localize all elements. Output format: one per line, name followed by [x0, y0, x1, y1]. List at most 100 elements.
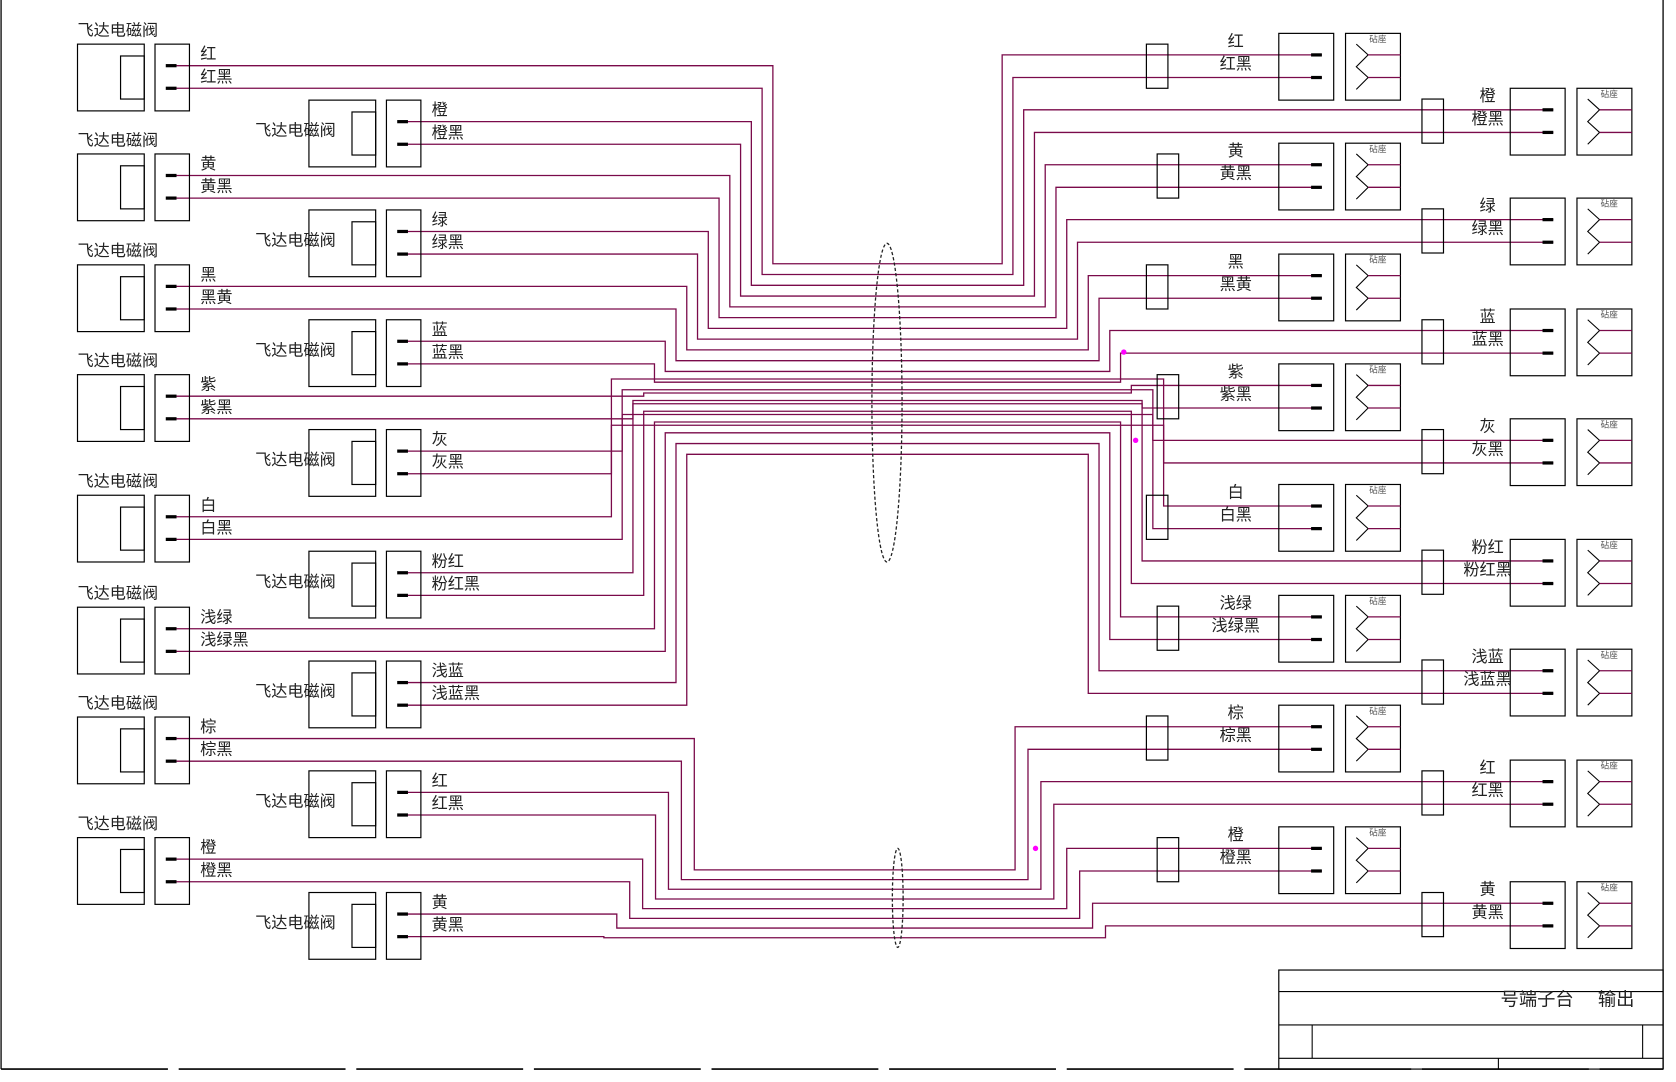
socket-contact-icon [1355, 43, 1369, 90]
connector-socket [1145, 253, 1402, 322]
valve-name-label: 飞达电磁阀 [78, 472, 159, 491]
solenoid-valve [76, 837, 191, 905]
wire-run [176, 297, 1322, 362]
wire-label: 橙 [1228, 825, 1244, 844]
valve-name-label: 飞达电磁阀 [255, 913, 336, 932]
connector-body [1509, 197, 1566, 266]
wire-label: 橙 [200, 838, 216, 857]
valve-coil [119, 848, 145, 894]
wire-label: 橙黑 [432, 123, 464, 142]
solenoid-valve [76, 374, 191, 443]
anvil-socket [1576, 538, 1633, 607]
valve-coil [119, 276, 145, 321]
connector-socket [1145, 704, 1402, 773]
socket-contact-icon [1586, 429, 1601, 476]
ferrule [1156, 153, 1180, 199]
wire-label: 红黑 [1472, 781, 1504, 800]
ferrule [1156, 374, 1180, 420]
valve-name-label: 飞达电磁阀 [255, 791, 336, 810]
solenoid-valve [76, 43, 191, 112]
wire-label: 黄 [200, 154, 216, 173]
valve-name-label: 飞达电磁阀 [255, 230, 336, 249]
valve-coil [351, 562, 377, 607]
wire-label: 棕黑 [1220, 726, 1252, 745]
connector-socket [1145, 32, 1402, 101]
valve-body [76, 374, 145, 443]
solenoid-valve [308, 319, 422, 388]
wire-label: 浅绿黑 [200, 630, 248, 649]
ferrule [1145, 494, 1169, 540]
ferrule [1421, 319, 1445, 365]
socket-contact-icon [1586, 98, 1601, 145]
socket-label: 砧座 [1601, 539, 1619, 551]
valve-coil [351, 672, 377, 717]
socket-contact-icon [1586, 549, 1601, 596]
valve-coil [351, 331, 377, 376]
valve-body [76, 153, 145, 222]
socket-contact-icon [1355, 153, 1369, 200]
connector-body [1278, 142, 1335, 211]
wire-label: 紫黑 [200, 397, 232, 416]
wire-label: 绿 [432, 210, 448, 229]
valve-coil [119, 385, 145, 431]
socket-label: 砧座 [1369, 364, 1387, 376]
anvil-socket [1344, 826, 1402, 895]
anvil-socket [1344, 142, 1402, 211]
socket-label: 砧座 [1369, 705, 1387, 717]
valve-coil [119, 55, 145, 100]
wire-run [176, 164, 1322, 308]
wire-label: 橙黑 [1220, 847, 1252, 866]
wire-label: 红 [200, 44, 216, 63]
ferrule [1421, 98, 1445, 144]
socket-label: 砧座 [1601, 309, 1619, 321]
valve-name-label: 飞达电磁阀 [255, 572, 336, 591]
socket-contact-icon [1586, 659, 1601, 706]
solenoid-valve [308, 209, 422, 278]
anvil-socket [1344, 363, 1402, 432]
anvil-socket [1576, 308, 1633, 377]
wire-run [176, 378, 1322, 518]
connector-body [1509, 881, 1566, 950]
wire-label: 粉红 [432, 551, 464, 570]
terminal-block [154, 606, 191, 675]
terminal-block [385, 550, 422, 619]
connector-body [1278, 483, 1335, 552]
terminal-block [385, 319, 422, 388]
terminal-block [154, 43, 191, 112]
socket-label: 砧座 [1601, 418, 1619, 430]
valve-coil [351, 440, 377, 486]
connector-socket [1145, 483, 1402, 552]
wire-run [176, 847, 1322, 910]
wire-run [407, 803, 1554, 900]
connector-body [1278, 826, 1335, 895]
valve-body [76, 716, 145, 785]
wire-label: 白 [200, 495, 216, 514]
wire-run [407, 442, 1554, 684]
anvil-socket [1344, 253, 1402, 322]
socket-contact-icon [1355, 715, 1369, 762]
wire-label: 黄 [1480, 880, 1496, 899]
socket-label: 砧座 [1369, 254, 1387, 266]
connector-body [1509, 759, 1566, 828]
socket-label: 砧座 [1369, 143, 1387, 155]
junction-dot [1132, 437, 1139, 444]
wire-label: 白黑 [200, 518, 232, 537]
valve-coil [351, 221, 377, 266]
socket-label: 砧座 [1369, 484, 1387, 496]
component-layer: 飞达电磁阀红红黑飞达电磁阀黄黄黑飞达电磁阀黑黑黄飞达电磁阀紫紫黑飞达电磁阀白白黑… [76, 21, 1633, 960]
wire-run [407, 902, 1554, 929]
terminal-block [385, 209, 422, 278]
wire-run [176, 76, 1322, 276]
socket-label: 砧座 [1369, 33, 1387, 45]
solenoid-valve [76, 494, 191, 563]
valve-body [76, 264, 145, 333]
wire-run [176, 726, 1322, 871]
connector-body [1509, 538, 1566, 607]
wire-label: 黄黑 [200, 177, 232, 196]
solenoid-valve [308, 550, 422, 619]
socket-label: 砧座 [1601, 88, 1619, 100]
anvil-socket [1344, 594, 1402, 663]
wire-label: 红黑 [200, 67, 232, 86]
valve-coil [119, 728, 145, 773]
